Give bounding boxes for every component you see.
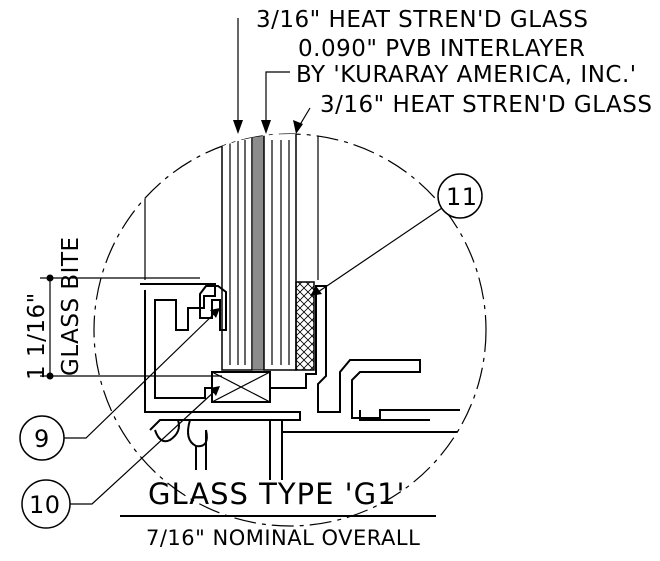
- callout-interlayer-1: 0.090" PVB INTERLAYER: [298, 36, 585, 62]
- arrow-bubble-11: [310, 286, 322, 296]
- detail-subtitle: 7/16" NOMINAL OVERALL: [146, 526, 420, 550]
- inner-glass-lite: [263, 134, 297, 371]
- dim-dot-top: [46, 274, 54, 282]
- leader-bubble-11: [317, 207, 443, 293]
- callout-inner-glass: 3/16" HEAT STREN'D GLASS: [320, 92, 652, 118]
- leader-bubble-10: [70, 389, 217, 505]
- bubble-10-label: 10: [29, 491, 61, 519]
- bubble-9-label: 9: [34, 425, 50, 453]
- arrow-interlayer: [261, 120, 271, 134]
- outer-glass-lite: [221, 134, 253, 371]
- bottom-leg-right: [269, 420, 460, 480]
- callout-outer-glass: 3/16" HEAT STREN'D GLASS: [256, 7, 588, 33]
- arrow-inner-glass: [293, 120, 303, 134]
- silicone-bead: [295, 281, 315, 371]
- detail-contents: [140, 134, 460, 480]
- dimension-value: 1 1/16": [24, 292, 50, 380]
- arrow-bubble-10: [210, 386, 220, 396]
- detail-title: GLASS TYPE 'G1': [148, 477, 406, 511]
- screw-boss: [154, 419, 208, 448]
- arrow-outer-glass: [233, 120, 243, 134]
- bubble-11: [437, 173, 483, 219]
- extrusion-inner-wall: [144, 290, 301, 431]
- extrusion-leg-right: [359, 410, 430, 421]
- leader-interlayer: [265, 71, 290, 128]
- setting-block-cross-2: [211, 371, 271, 403]
- glazing-gasket: [199, 285, 227, 331]
- bubble-11-label: 11: [446, 183, 478, 211]
- aluminum-extrusion: [140, 283, 460, 419]
- bottom-leg-left: [195, 430, 207, 470]
- leader-bubble-9: [64, 311, 217, 439]
- pvb-interlayer: [251, 134, 265, 371]
- arrow-bubble-9: [210, 308, 220, 318]
- callout-interlayer-2: BY 'KURARAY AMERICA, INC.': [296, 62, 637, 88]
- dimension-label: GLASS BITE: [58, 236, 84, 376]
- dim-dot-bottom: [46, 372, 54, 380]
